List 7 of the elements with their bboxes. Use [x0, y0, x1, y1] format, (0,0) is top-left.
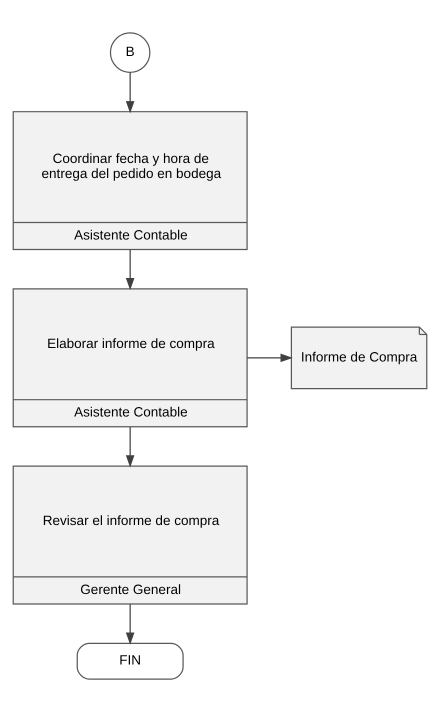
arrow	[126, 426, 134, 468]
arrow	[126, 72, 134, 113]
node-circle: B	[110, 32, 150, 72]
arrow	[247, 353, 293, 362]
node-box: FIN	[76, 642, 184, 680]
arrow	[126, 604, 134, 644]
arrow	[126, 249, 134, 290]
